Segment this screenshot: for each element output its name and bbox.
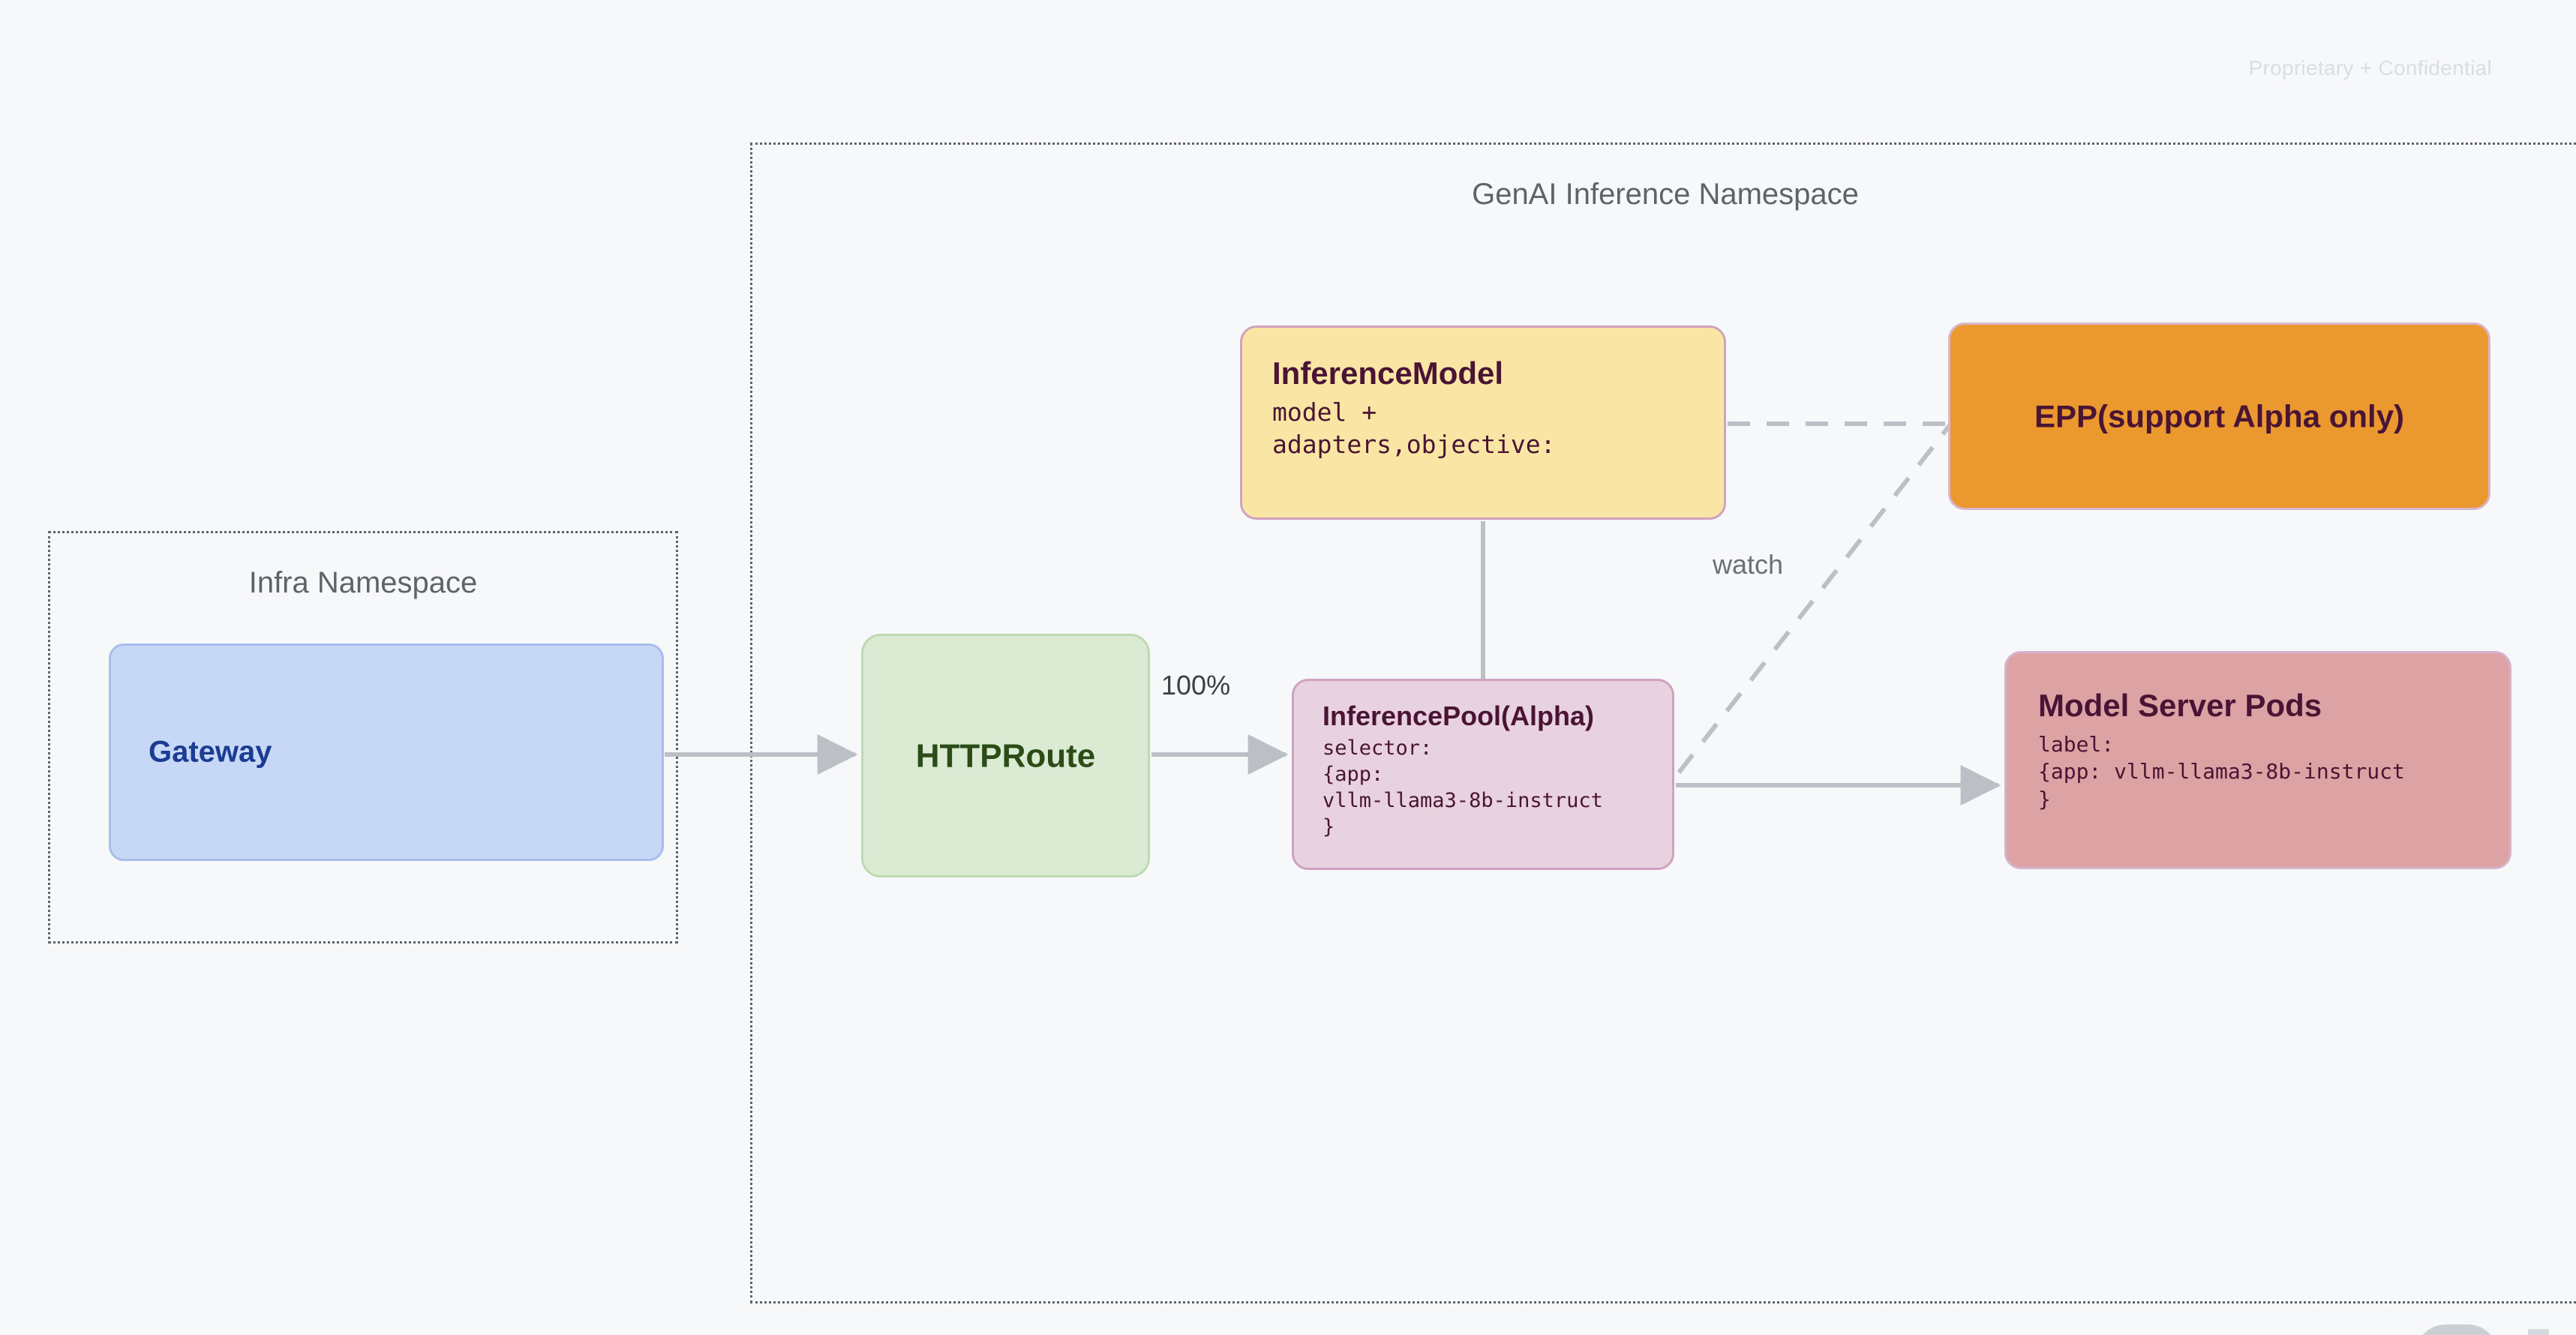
edge-label-watch: watch (1713, 549, 1784, 580)
node-inference-model[interactable]: InferenceModel model + adapters,objectiv… (1240, 326, 1726, 520)
node-gateway-title: Gateway (149, 735, 272, 769)
watermark-label: Proprietary + Confidential (2248, 56, 2492, 80)
node-gateway[interactable]: Gateway (109, 644, 664, 861)
node-inference-pool-body: selector: {app: vllm-llama3-8b-instruct … (1323, 736, 1603, 839)
node-httproute[interactable]: HTTPRoute (861, 634, 1150, 878)
node-model-server-pods[interactable]: Model Server Pods label: {app: vllm-llam… (2004, 651, 2511, 869)
corner-mark-icon (2415, 1324, 2498, 1335)
node-epp[interactable]: EPP(support Alpha only) (1948, 322, 2490, 510)
edge-label-100-percent: 100% (1161, 670, 1231, 700)
node-inference-model-title: InferenceModel (1272, 356, 1504, 391)
node-inference-pool[interactable]: InferencePool(Alpha) selector: {app: vll… (1292, 679, 1674, 870)
corner-mark-secondary-icon (2528, 1329, 2549, 1335)
node-epp-title: EPP(support Alpha only) (2034, 398, 2405, 434)
genai-inference-namespace-container (750, 142, 2576, 1304)
node-model-server-pods-title: Model Server Pods (2038, 688, 2322, 723)
infra-namespace-title: Infra Namespace (248, 566, 478, 599)
genai-inference-namespace-title: GenAI Inference Namespace (1472, 178, 1859, 211)
node-inference-pool-title: InferencePool(Alpha) (1323, 700, 1595, 731)
node-model-server-pods-body: label: {app: vllm-llama3-8b-instruct } (2038, 732, 2405, 812)
node-inference-model-body: model + adapters,objective: (1272, 398, 1556, 459)
node-httproute-title: HTTPRoute (915, 736, 1096, 774)
infra-namespace-container (48, 531, 678, 944)
